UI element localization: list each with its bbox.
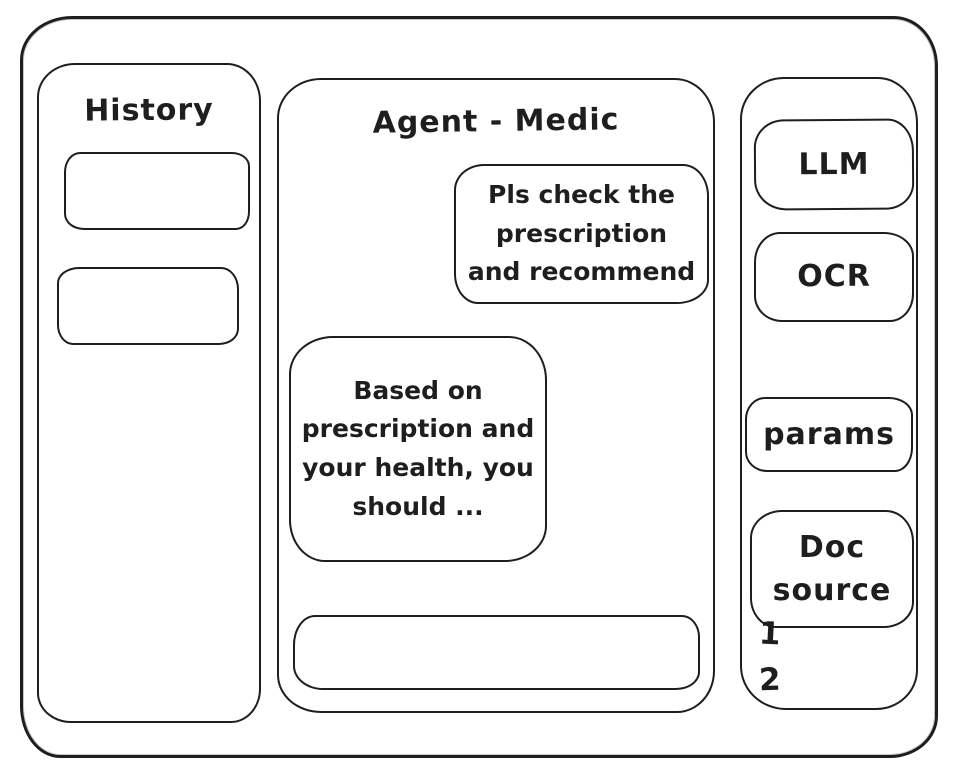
history-title: History: [84, 92, 214, 129]
doc-source-list-item[interactable]: 2: [758, 661, 782, 699]
history-item[interactable]: [57, 267, 239, 345]
user-message-bubble: Pls check the prescription and recommend: [454, 164, 709, 304]
chat-title: Agent - Medic: [372, 102, 620, 141]
doc-source-button[interactable]: Doc source: [750, 510, 914, 628]
agent-message-bubble: Based on prescription and your health, y…: [289, 336, 547, 562]
llm-button[interactable]: LLM: [753, 118, 915, 211]
chat-panel: Agent - Medic Pls check the prescription…: [277, 78, 715, 713]
history-item[interactable]: [64, 152, 250, 230]
doc-source-list-item[interactable]: 1: [758, 615, 782, 653]
params-button[interactable]: params: [745, 397, 913, 472]
message-input[interactable]: [293, 615, 700, 690]
history-panel: History: [37, 63, 261, 723]
ocr-button[interactable]: OCR: [754, 232, 914, 322]
tools-panel: LLM OCR params Doc source 1 2: [740, 77, 918, 710]
